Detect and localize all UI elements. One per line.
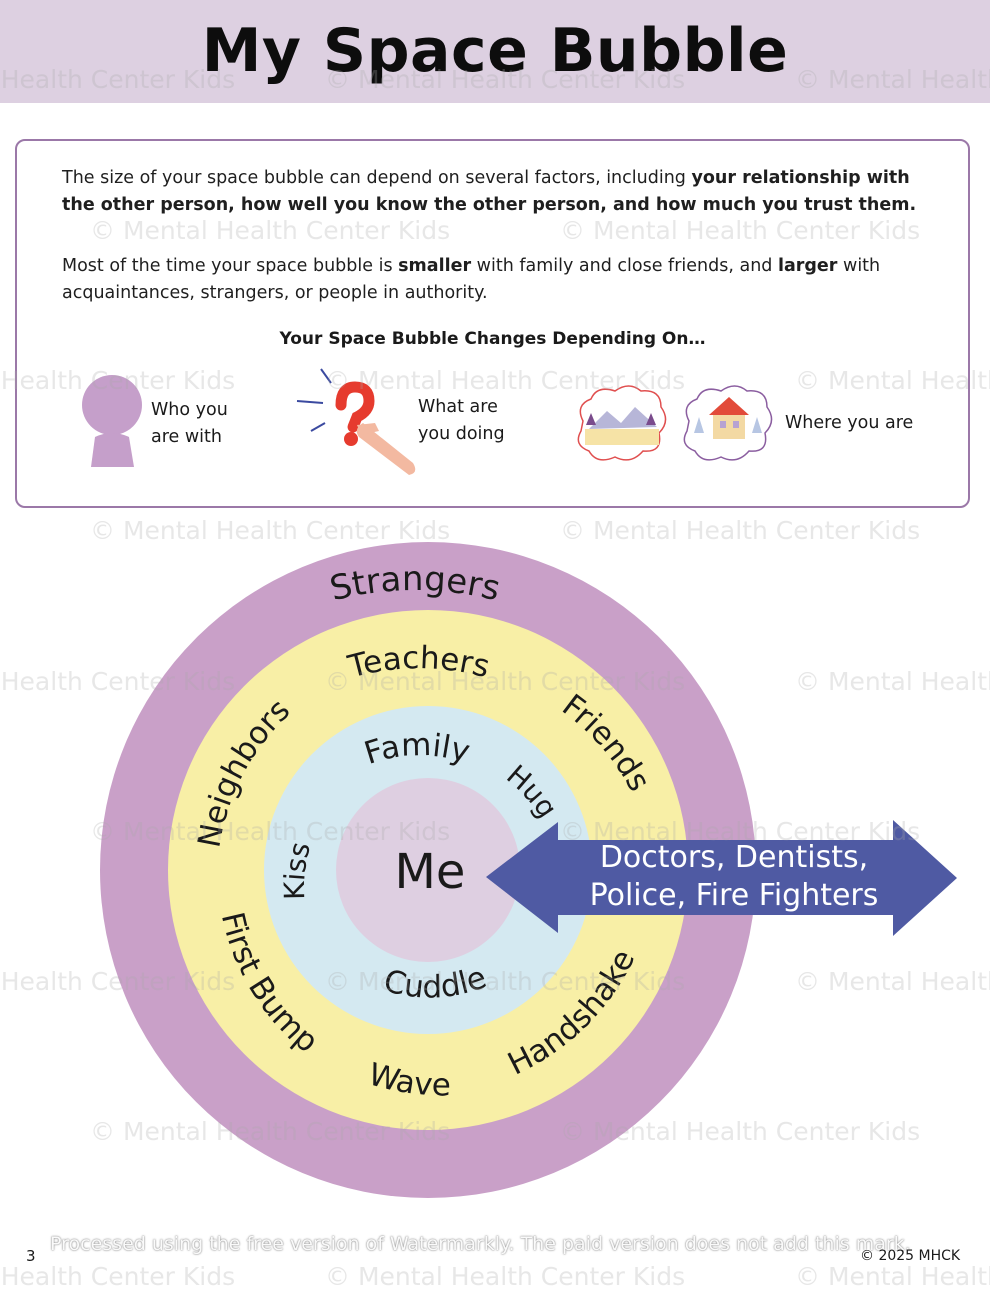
factor-where-line1: Where you are — [785, 413, 914, 433]
arrow-label-line1: Doctors, Dentists, — [600, 840, 868, 875]
watermark: © Mental Health Center Kids — [325, 1262, 686, 1291]
factor-what-line1: What are — [418, 397, 498, 417]
intro-paragraph-2: Most of the time your space bubble is sm… — [62, 253, 942, 307]
factor-what-line2: you doing — [418, 424, 505, 444]
page-title: My Space Bubble — [201, 16, 789, 86]
intro-p1-text: The size of your space bubble can depend… — [62, 168, 692, 188]
places-icon — [577, 385, 773, 461]
person-icon — [82, 375, 142, 467]
copyright: © 2025 MHCK — [860, 1248, 961, 1264]
intro-p2-text-a: Most of the time your space bubble is — [62, 256, 399, 276]
header-band — [0, 0, 990, 103]
changes-title: Your Space Bubble Changes Depending On… — [279, 329, 706, 349]
center-circle — [336, 778, 520, 962]
processed-banner: Processed using the free version of Wate… — [50, 1233, 911, 1255]
intro-p1-bold: your relationship with the other person,… — [62, 168, 917, 215]
intro-paragraph-1: The size of your space bubble can depend… — [62, 165, 942, 219]
page-number: 3 — [26, 1247, 36, 1265]
center-label: Me — [395, 844, 466, 900]
intro-p2-larger: larger — [777, 256, 838, 276]
authority-arrow — [486, 820, 957, 936]
arrow-label-line2: Police, Fire Fighters — [590, 878, 879, 913]
label-kiss-text: Kiss — [278, 839, 317, 900]
info-box: The size of your space bubble can depend… — [15, 139, 970, 508]
factor-who-line2: are with — [151, 427, 222, 447]
label-kiss: Kiss — [278, 839, 317, 900]
factor-where: Where you are — [785, 410, 913, 437]
factor-who: Who you are with — [151, 397, 228, 451]
factor-who-line1: Who you — [151, 400, 228, 420]
watermark: © Mental Health Center Kids — [795, 1262, 990, 1291]
question-hand-icon — [296, 368, 416, 475]
space-bubble-diagram: Me Strangers Teachers Friends Neighbors … — [100, 542, 957, 1198]
factor-what: What are you doing — [418, 394, 505, 448]
watermark: © Mental Health Center Kids — [0, 1262, 236, 1291]
intro-p2-text-e: with acquaintances, strangers, or people… — [62, 256, 881, 303]
intro-p2-smaller: smaller — [398, 256, 472, 276]
intro-p2-text-c: with family and close friends, and — [471, 256, 778, 276]
